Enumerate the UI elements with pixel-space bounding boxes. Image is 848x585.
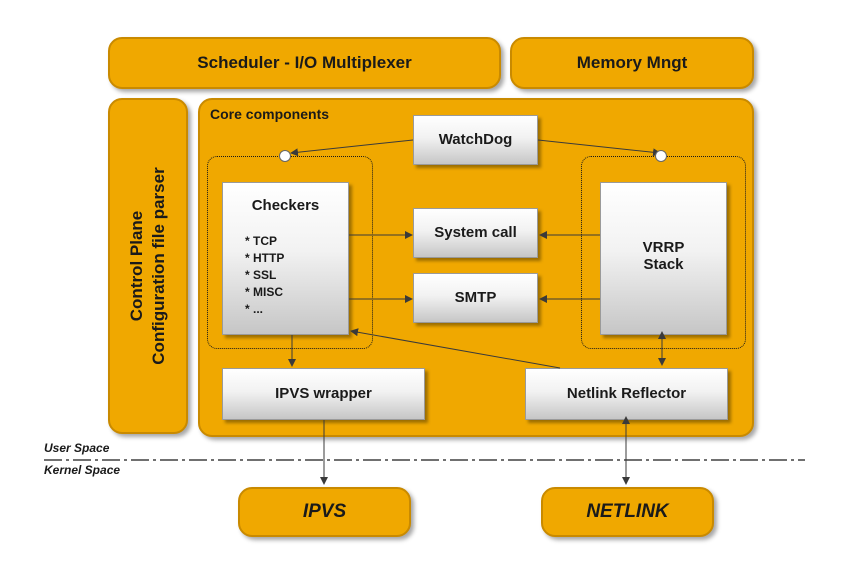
netlink-reflector-label: Netlink Reflector: [566, 385, 687, 402]
ipvs-label: IPVS: [302, 501, 347, 522]
core-components-label: Core components: [210, 106, 330, 122]
checker-item-tcp: * TCP: [245, 234, 278, 248]
system-call-box: System call: [413, 208, 538, 258]
scheduler-label: Scheduler - I/O Multiplexer: [197, 53, 412, 72]
checkers-list: * TCP * HTTP * SSL * MISC * ...: [245, 233, 284, 318]
watchdog-box: WatchDog: [413, 115, 538, 165]
vrrp-line2: Stack: [643, 256, 684, 273]
memory-box: Memory Mngt: [510, 37, 754, 89]
checker-item-misc: * MISC: [245, 285, 284, 299]
control-plane-label: Control Plane: [127, 210, 146, 322]
checkers-box: Checkers * TCP * HTTP * SSL * MISC * ...: [222, 182, 349, 335]
smtp-label: SMTP: [454, 289, 497, 306]
config-parser-label: Configuration file parser: [149, 167, 168, 365]
vrrp-watchdog-knob: [655, 150, 667, 162]
user-space-label: User Space: [44, 441, 110, 455]
checkers-title: Checkers: [251, 197, 320, 214]
memory-label: Memory Mngt: [576, 53, 688, 72]
scheduler-box: Scheduler - I/O Multiplexer: [108, 37, 501, 89]
smtp-box: SMTP: [413, 273, 538, 323]
checker-item-http: * HTTP: [245, 251, 285, 265]
ipvs-box: IPVS: [238, 487, 411, 537]
kernel-space-label: Kernel Space: [44, 463, 121, 477]
system-call-label: System call: [434, 224, 517, 241]
control-plane-box: Control Plane Configuration file parser: [108, 98, 188, 434]
ipvs-wrapper-label: IPVS wrapper: [275, 385, 372, 402]
vrrp-box: VRRP Stack: [600, 182, 727, 335]
watchdog-label: WatchDog: [438, 131, 513, 148]
checkers-watchdog-knob: [279, 150, 291, 162]
netlink-label: NETLINK: [586, 501, 669, 522]
netlink-box: NETLINK: [541, 487, 714, 537]
checker-item-more: * ...: [245, 302, 264, 316]
netlink-reflector-box: Netlink Reflector: [525, 368, 728, 420]
checker-item-ssl: * SSL: [245, 268, 277, 282]
vrrp-line1: VRRP: [642, 239, 685, 256]
ipvs-wrapper-box: IPVS wrapper: [222, 368, 425, 420]
